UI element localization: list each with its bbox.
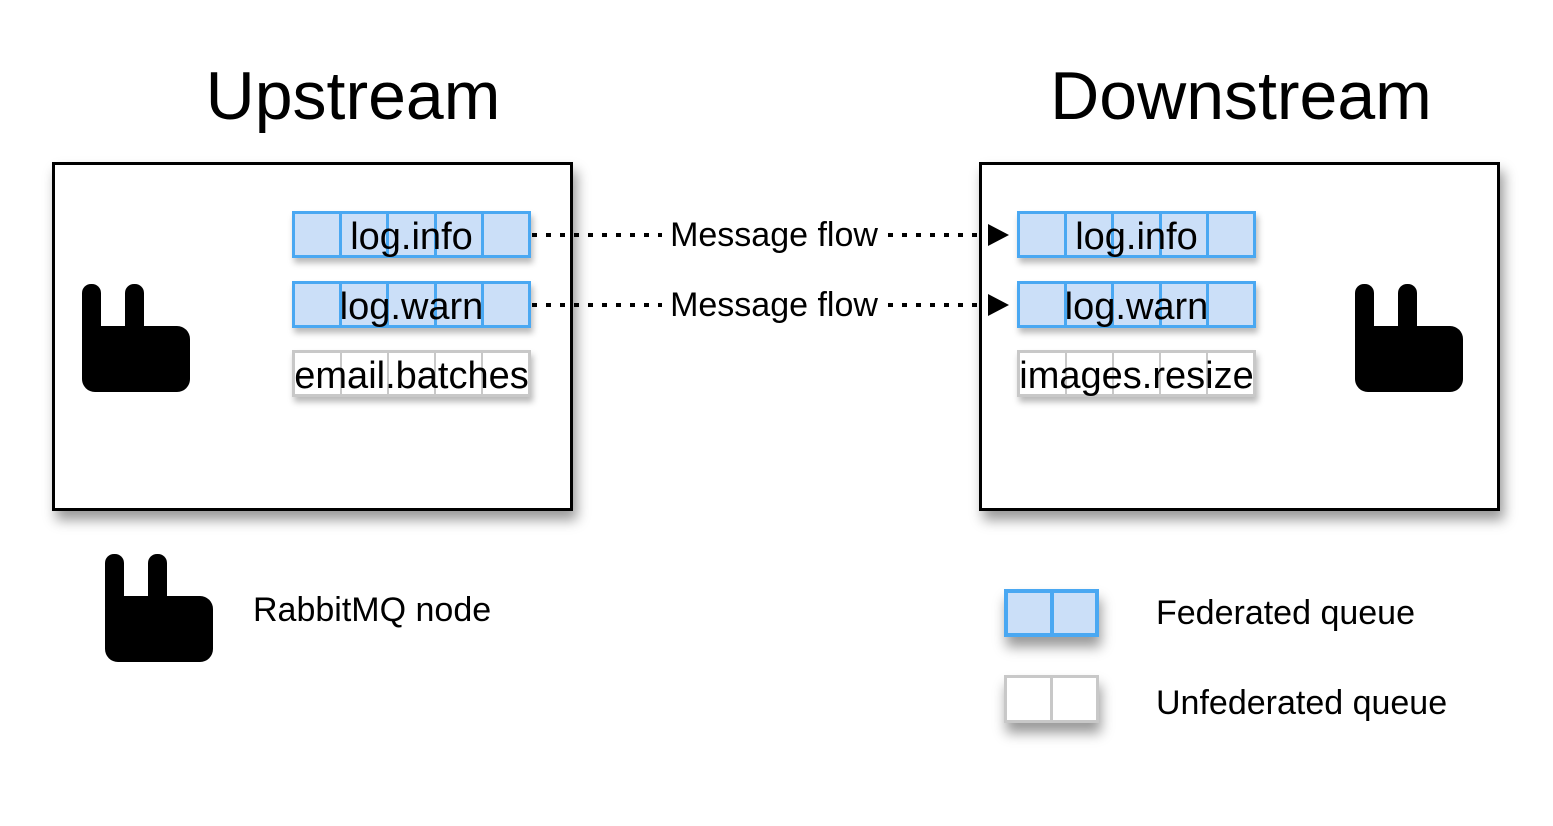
queue-cell — [1067, 284, 1115, 325]
upstream-queue-log-warn: log.warn — [292, 281, 531, 328]
flow-dotted-line — [532, 233, 662, 237]
legend-federated-queue-label: Federated queue — [1156, 594, 1415, 632]
flow-arrowhead-icon — [988, 224, 1009, 246]
flow-dotted-line — [888, 233, 984, 237]
upstream-queue-email-batches: email.batches — [292, 350, 531, 397]
queue-cell — [389, 353, 436, 394]
downstream-queue-log-warn: log.warn — [1017, 281, 1256, 328]
flow-dotted-line — [532, 303, 662, 307]
queue-cell — [342, 353, 389, 394]
queue-label: log.info — [350, 216, 473, 258]
queue-cell — [1162, 284, 1209, 325]
downstream-queue-log-info: log.info — [1017, 211, 1256, 258]
downstream-queue-images-resize: images.resize — [1017, 350, 1256, 397]
queue-cell — [1162, 214, 1209, 255]
queue-cell — [1067, 214, 1115, 255]
queue-cell — [295, 353, 342, 394]
queue-cells — [295, 214, 528, 255]
flow-arrowhead-icon — [988, 294, 1009, 316]
queue-cells — [1020, 214, 1253, 255]
queue-label: images.resize — [1019, 355, 1254, 397]
queue-cell — [389, 214, 437, 255]
swatch-cell — [1007, 678, 1053, 720]
downstream-title: Downstream — [1050, 58, 1432, 134]
queue-cell — [389, 284, 437, 325]
upstream-title: Upstream — [205, 58, 501, 134]
queue-cells — [1020, 353, 1253, 394]
swatch-cell — [1008, 593, 1054, 633]
queue-cell — [1161, 353, 1208, 394]
queue-cell — [342, 214, 390, 255]
swatch-cell — [1054, 593, 1096, 633]
legend-rabbitmq-node-label: RabbitMQ node — [253, 591, 492, 629]
queue-cell — [342, 284, 390, 325]
flow-label: Message flow — [670, 216, 878, 254]
upstream-queue-log-info: log.info — [292, 211, 531, 258]
queue-label: log.info — [1075, 216, 1198, 258]
queue-cell — [1114, 353, 1161, 394]
queue-label: email.batches — [294, 355, 529, 397]
rabbitmq-logo-icon — [105, 554, 213, 662]
queue-cell — [295, 214, 343, 255]
flow-label: Message flow — [670, 286, 878, 324]
queue-cells — [295, 284, 528, 325]
legend-unfederated-queue-label: Unfederated queue — [1156, 684, 1448, 722]
rabbitmq-logo-icon — [1355, 284, 1463, 392]
queue-cell — [1020, 353, 1067, 394]
queue-cell — [1020, 284, 1068, 325]
queue-cells — [295, 353, 528, 394]
queue-cell — [1067, 353, 1114, 394]
queue-cell — [1114, 284, 1162, 325]
queue-cell — [1114, 214, 1162, 255]
queue-cell — [295, 284, 343, 325]
queue-cell — [437, 214, 484, 255]
queue-cells — [1020, 284, 1253, 325]
federated-queue-swatch — [1004, 589, 1099, 637]
queue-label: log.warn — [339, 286, 484, 328]
queue-cell — [436, 353, 483, 394]
swatch-cell — [1053, 678, 1096, 720]
flow-dotted-line — [888, 303, 984, 307]
rabbitmq-logo-icon — [82, 284, 190, 392]
unfederated-queue-swatch — [1004, 675, 1099, 723]
queue-label: log.warn — [1064, 286, 1209, 328]
queue-cell — [1020, 214, 1068, 255]
queue-cell — [437, 284, 484, 325]
